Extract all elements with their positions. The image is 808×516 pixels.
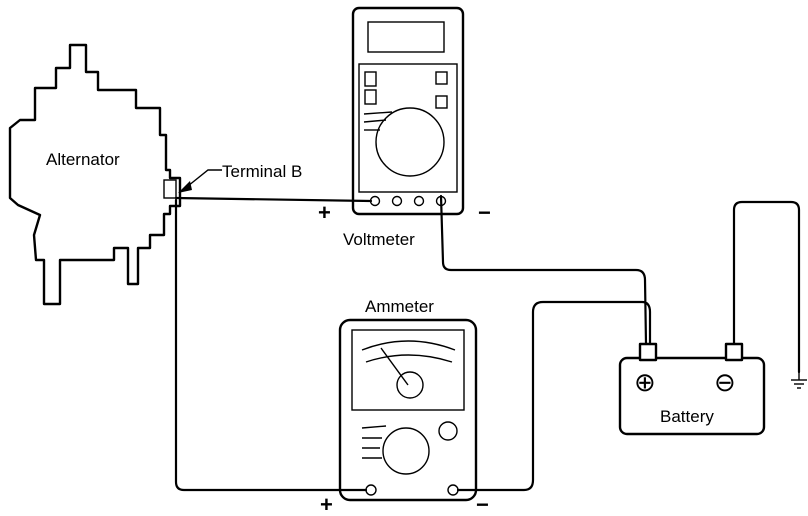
voltmeter-dial — [375, 107, 445, 177]
wire-terminal-b-to-voltmeter-plus — [174, 196, 373, 203]
battery-positive-post — [638, 342, 658, 362]
ammeter: Ammeter + − — [320, 297, 489, 516]
terminal-b-post — [163, 179, 177, 199]
voltmeter-label: Voltmeter — [343, 230, 415, 249]
ammeter-label: Ammeter — [365, 297, 434, 316]
voltmeter-display — [367, 21, 445, 53]
ground-icon — [791, 372, 807, 389]
battery: ⊕ ⊖ Battery — [618, 342, 766, 436]
ammeter-scale-window — [351, 329, 465, 411]
wire-ammeter-minus-to-battery-plus — [456, 300, 652, 492]
terminal-b-callout: Terminal B — [178, 162, 302, 193]
alternator: Alternator — [8, 43, 182, 306]
terminal-b-arrowhead — [178, 181, 192, 193]
wiring — [174, 194, 801, 492]
ammeter-selector-dial — [382, 427, 430, 475]
terminal-b-leader — [187, 169, 222, 187]
terminal-b-label: Terminal B — [222, 162, 302, 181]
battery-label: Battery — [660, 407, 714, 426]
voltmeter-minus-sign: − — [478, 200, 491, 225]
wire-battery-minus-to-ground — [732, 200, 801, 374]
battery-negative-post — [724, 342, 744, 362]
ammeter-plus-sign: + — [320, 492, 333, 516]
voltmeter-plus-sign: + — [318, 200, 331, 225]
wire-voltmeter-minus-to-battery-plus — [439, 194, 648, 346]
battery-minus-symbol: ⊖ — [714, 367, 736, 397]
voltmeter-face — [358, 63, 458, 193]
ammeter-minus-sign: − — [476, 492, 489, 516]
alternator-label: Alternator — [46, 150, 120, 169]
voltmeter: Voltmeter + − — [318, 6, 491, 249]
battery-plus-symbol: ⊕ — [634, 367, 656, 397]
ammeter-needle — [380, 347, 409, 386]
wire-terminal-b-to-ammeter-plus — [174, 198, 368, 492]
